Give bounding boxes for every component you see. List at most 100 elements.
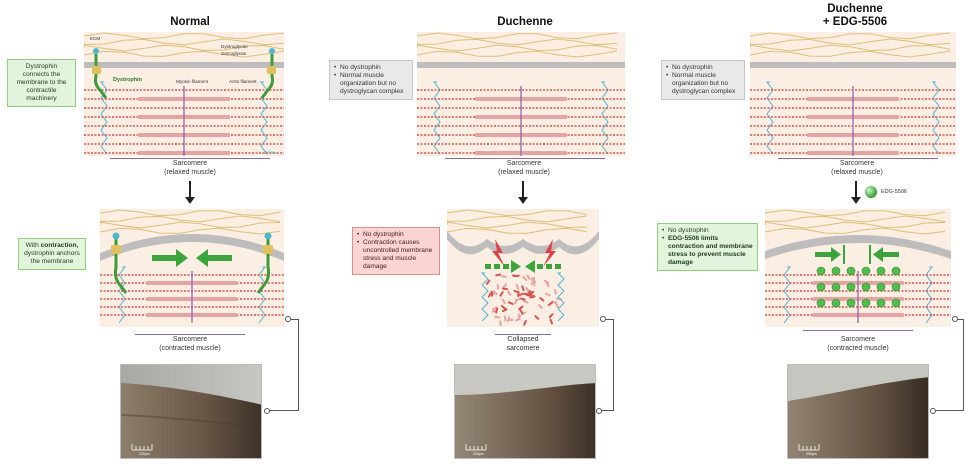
cell-membrane-curved (765, 235, 951, 259)
cell-membrane-curved (100, 234, 284, 261)
dystroglycan-complex-right (267, 66, 276, 74)
connector-dot-edg (952, 316, 958, 322)
panel-duchenne-contracted (447, 209, 599, 327)
sarcomere-fragment (547, 301, 554, 307)
edg-bead (891, 282, 901, 292)
sarcomere-fragment (494, 315, 501, 319)
ecm-fibers (417, 32, 618, 58)
sarcomere-fragment (543, 279, 550, 284)
edg-bead (831, 282, 841, 292)
connector-line-duchenne-b (600, 319, 614, 411)
caption-line1: Sarcomere (506, 160, 542, 167)
z-line (433, 81, 441, 155)
ecm-fiber (417, 50, 618, 58)
sarcomere-fragment (539, 297, 545, 302)
sarcomere-fragment (526, 274, 531, 280)
scale-label: 200μm (473, 452, 484, 456)
sarcomere-fragment (523, 320, 527, 326)
sarcomere-fragment (507, 301, 514, 305)
title-normal: Normal (170, 16, 210, 28)
caption-line1: Sarcomere (840, 336, 876, 343)
cell-membrane (84, 62, 284, 68)
dystrophin-right (260, 54, 274, 99)
contraction-arrows (152, 249, 232, 267)
contraction-arrow-right (815, 247, 841, 262)
ecm-fiber (417, 32, 618, 40)
contraction-arrow-right (152, 249, 188, 267)
sarcomere-filaments (100, 266, 284, 324)
sarcomere-fragment (534, 315, 540, 320)
title-edg-line1: Duchenne (827, 3, 883, 15)
micrograph-drawing (121, 365, 261, 458)
ecm-fiber (765, 209, 946, 217)
arrow-edg-down (851, 181, 861, 204)
edg-bead (816, 266, 826, 276)
sarcomere-span-duchenne-collapsed (495, 334, 551, 335)
ecm-fiber (84, 38, 284, 46)
note-normal-mid: With contraction, dystrophin anchors the… (18, 238, 86, 270)
normal-contracted-drawing (100, 209, 284, 324)
sarcomere-fragment (529, 290, 535, 296)
edg-bead (861, 298, 871, 308)
label-ecm: ECM (90, 36, 101, 41)
caption-line2: (contracted muscle) (827, 344, 889, 352)
contraction-arrow-left (525, 260, 535, 273)
ecm-fiber (100, 215, 281, 223)
micrograph-duchenne: 200μm (454, 364, 596, 459)
ecm-fiber (84, 44, 284, 52)
caption-line1: Sarcomere (172, 336, 208, 343)
edg-bead (891, 298, 901, 308)
contraction-arrow-right (511, 260, 521, 273)
note-item: Contraction causes uncontrolled membrane… (357, 239, 435, 271)
note-normal-top: Dystrophin connects the membrane to the … (7, 59, 76, 107)
cell-membrane (750, 62, 956, 68)
sarcomere-fragment (507, 290, 512, 296)
sarcomere-span-normal-contracted (135, 334, 245, 335)
sarcomere-fragment (529, 295, 536, 299)
dystroglycan-complex-left (111, 245, 121, 254)
connector-dot-normal-end (264, 408, 270, 414)
cell-membrane (417, 62, 625, 68)
note-duchenne-top: No dystrophin Normal muscle organization… (329, 60, 413, 100)
ecm-fibers (750, 32, 951, 58)
limited-contraction-arrows (815, 245, 899, 264)
connector-dot-edg-end (930, 408, 936, 414)
laminin-left (93, 48, 99, 54)
edg-bead (876, 282, 886, 292)
ecm-fiber (750, 50, 951, 58)
cell-membrane-buckled (447, 231, 599, 255)
title-edg: Duchenne + EDG-5506 (790, 3, 920, 29)
edg-bead (846, 266, 856, 276)
ecm-fiber (750, 38, 951, 46)
caption-normal-relaxed: Sarcomere (relaxed muscle) (140, 160, 240, 177)
duchenne-relaxed-drawing (417, 32, 625, 156)
sarcomere-fragment (511, 274, 518, 278)
z-line (932, 81, 940, 155)
sarcomere-fragment (514, 297, 521, 302)
sarcomere-span-normal-relaxed (110, 158, 270, 159)
dystrophin-left (94, 54, 108, 99)
ecm-fiber (447, 221, 588, 229)
caption-line1: Sarcomere (839, 160, 875, 167)
ecm-fiber (447, 227, 588, 234)
sarcomere-fragment (500, 304, 506, 310)
ecm-fiber (84, 50, 284, 58)
z-line (601, 81, 609, 155)
caption-line2: (contracted muscle) (159, 344, 221, 352)
stop-bar-right (869, 245, 871, 264)
laminin-right (269, 48, 275, 54)
caption-normal-contracted: Sarcomere (contracted muscle) (135, 336, 245, 353)
ecm-fiber (750, 44, 951, 52)
micrograph-drawing (788, 365, 928, 458)
edg-bead (846, 298, 856, 308)
ecm-fiber (750, 32, 951, 40)
micrograph-drawing (455, 365, 595, 458)
note-normal-mid-pre: With (25, 242, 41, 249)
sarcomere-fragment (549, 318, 554, 325)
normal-relaxed-drawing (84, 32, 284, 156)
sarcomere-fragment (485, 279, 491, 285)
note-item: No dystrophin (334, 64, 408, 72)
sarcomere-fragment (495, 307, 499, 314)
z-line (480, 272, 489, 322)
duchenne-contracted-drawing (447, 209, 599, 327)
